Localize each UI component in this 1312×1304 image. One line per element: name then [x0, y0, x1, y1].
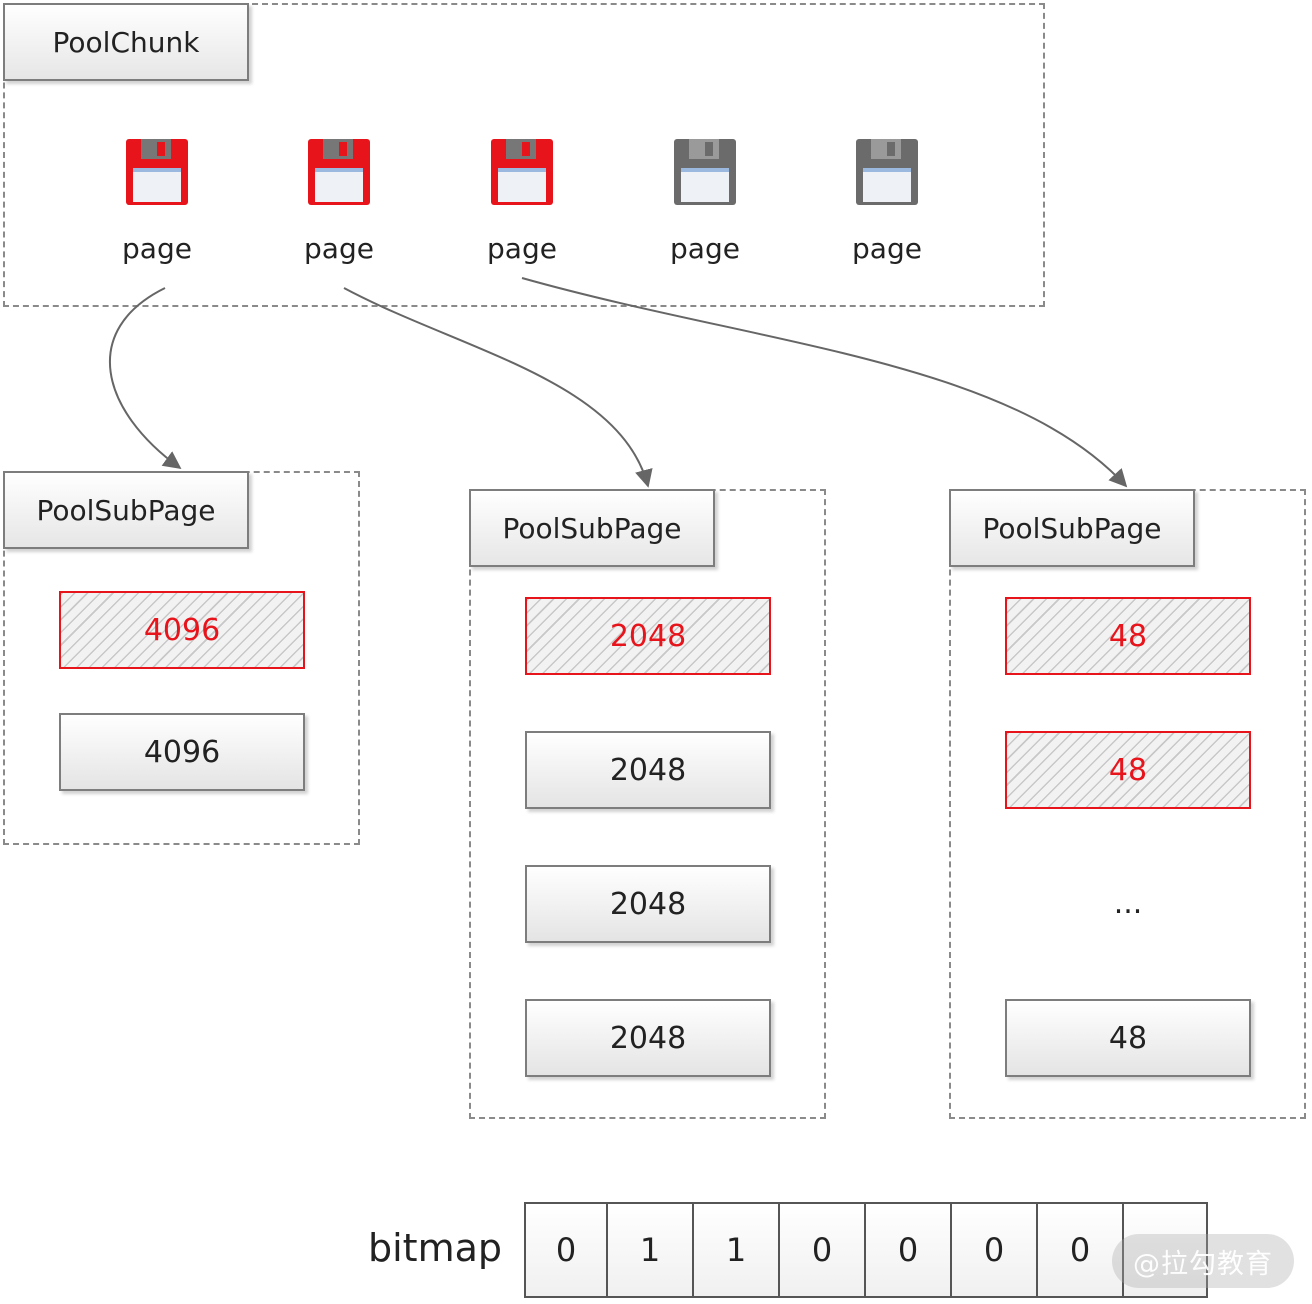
- poolchunk-title: PoolChunk: [3, 3, 249, 81]
- bitmap-bit: 1: [608, 1204, 694, 1296]
- page-5: page: [832, 138, 942, 265]
- bitmap-bit: 0: [952, 1204, 1038, 1296]
- subpage-3-cell-used: 48: [1005, 597, 1251, 675]
- subpage-3-cell-free: 48: [1005, 999, 1251, 1077]
- bitmap-bit: 0: [526, 1204, 608, 1296]
- subpage-2-cell-free: 2048: [525, 999, 771, 1077]
- bitmap-array: 0 1 1 0 0 0 0: [524, 1202, 1208, 1298]
- bitmap-bit: 0: [1038, 1204, 1124, 1296]
- page-1: page: [102, 138, 212, 265]
- page-label: page: [122, 232, 192, 265]
- floppy-disk-gray-icon: [832, 138, 942, 210]
- poolchunk-container: [3, 3, 1045, 307]
- arrow-page2-to-subpage2: [343, 287, 653, 488]
- subpage-1-cell-free: 4096: [59, 713, 305, 791]
- arrow-page1-to-subpage1: [109, 287, 182, 470]
- page-3: page: [467, 138, 577, 265]
- page-4: page: [650, 138, 760, 265]
- bitmap-bit: 1: [694, 1204, 780, 1296]
- floppy-disk-red-icon: [284, 138, 394, 210]
- subpage-2-cell-used: 2048: [525, 597, 771, 675]
- subpage-2-cell-free: 2048: [525, 865, 771, 943]
- floppy-disk-gray-icon: [650, 138, 760, 210]
- subpage-2-cell-free: 2048: [525, 731, 771, 809]
- page-label: page: [670, 232, 740, 265]
- bitmap-label: bitmap: [368, 1226, 503, 1270]
- bitmap-bit: 0: [866, 1204, 952, 1296]
- page-label: page: [304, 232, 374, 265]
- page-2: page: [284, 138, 394, 265]
- subpage-1-cell-used: 4096: [59, 591, 305, 669]
- subpage-3-cell-used: 48: [1005, 731, 1251, 809]
- page-label: page: [487, 232, 557, 265]
- page-label: page: [852, 232, 922, 265]
- subpage-2-title: PoolSubPage: [469, 489, 715, 567]
- arrow-page3-to-subpage3: [521, 277, 1128, 488]
- subpage-3-title: PoolSubPage: [949, 489, 1195, 567]
- subpage-3-ellipsis: ...: [1113, 886, 1143, 921]
- bitmap-bit: 0: [780, 1204, 866, 1296]
- subpage-1-title: PoolSubPage: [3, 471, 249, 549]
- watermark: @拉勾教育: [1112, 1234, 1294, 1288]
- floppy-disk-red-icon: [102, 138, 212, 210]
- floppy-disk-red-icon: [467, 138, 577, 210]
